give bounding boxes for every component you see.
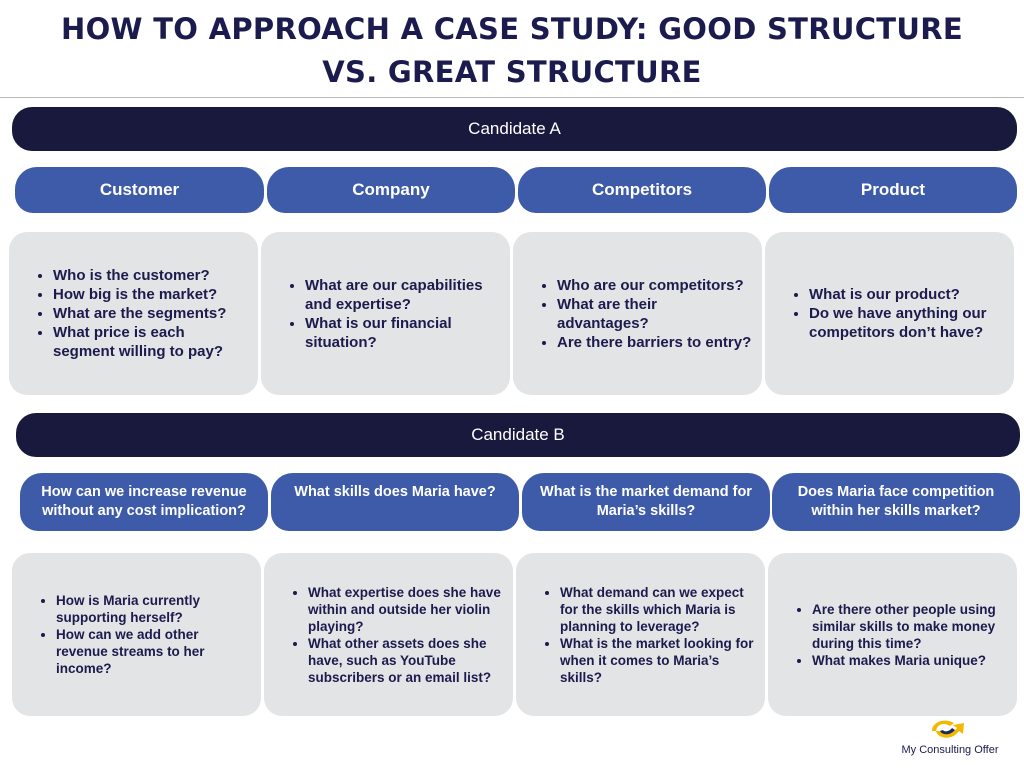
candidate-a-heading-competitors: Competitors <box>518 167 766 213</box>
list-item: What is the market looking for when it c… <box>560 635 755 686</box>
list-item: What are the segments? <box>53 304 248 323</box>
bullet-list: Who is the customer? How big is the mark… <box>9 266 258 361</box>
candidate-a-card-product: What is our product? Do we have anything… <box>765 232 1014 395</box>
candidate-b-label: Candidate B <box>471 425 565 444</box>
list-item: What expertise does she have within and … <box>308 584 503 635</box>
candidate-a-card-company: What are our capabilities and expertise?… <box>261 232 510 395</box>
candidate-b-heading-revenue: How can we increase revenue without any … <box>20 473 268 531</box>
title-line-2: VS. GREAT STRUCTURE <box>322 55 702 89</box>
candidate-b-bar: Candidate B <box>16 413 1020 457</box>
my-consulting-offer-logo: My Consulting Offer <box>890 717 1010 765</box>
list-item: What other assets does she have, such as… <box>308 635 503 686</box>
candidate-a-heading-company: Company <box>267 167 515 213</box>
list-item: Are there barriers to entry? <box>557 333 752 352</box>
bullet-list: What is our product? Do we have anything… <box>765 285 1014 342</box>
bullet-list: What are our capabilities and expertise?… <box>261 276 510 352</box>
list-item: How is Maria currently supporting hersel… <box>56 592 251 626</box>
candidate-a-card-customer: Who is the customer? How big is the mark… <box>9 232 258 395</box>
arrow-swoosh-icon <box>932 720 964 738</box>
bullet-list: Are there other people using similar ski… <box>768 601 1017 669</box>
bullet-list: How is Maria currently supporting hersel… <box>12 592 261 677</box>
list-item: Do we have anything our competitors don’… <box>809 304 1004 342</box>
candidate-a-label: Candidate A <box>468 119 561 138</box>
candidate-a-card-competitors: Who are our competitors? What are their … <box>513 232 762 395</box>
bullet-list: What expertise does she have within and … <box>264 584 513 686</box>
heading-label: How can we increase revenue without any … <box>41 484 247 519</box>
candidate-b-card-skills: What expertise does she have within and … <box>264 553 513 716</box>
candidate-b-heading-skills: What skills does Maria have? <box>271 473 519 531</box>
candidate-b-card-revenue: How is Maria currently supporting hersel… <box>12 553 261 716</box>
candidate-b-card-market-demand: What demand can we expect for the skills… <box>516 553 765 716</box>
list-item: Who are our competitors? <box>557 276 752 295</box>
list-item: What makes Maria unique? <box>812 652 1007 669</box>
candidate-b-heading-competition: Does Maria face competition within her s… <box>772 473 1020 531</box>
heading-label: Product <box>860 180 926 199</box>
heading-label: Customer <box>99 180 180 199</box>
list-item: What are their advantages? <box>557 295 752 333</box>
list-item: Are there other people using similar ski… <box>812 601 1007 652</box>
list-item: What demand can we expect for the skills… <box>560 584 755 635</box>
list-item: What are our capabilities and expertise? <box>305 276 500 314</box>
page-title: HOW TO APPROACH A CASE STUDY: GOOD STRUC… <box>0 8 1024 94</box>
candidate-a-heading-customer: Customer <box>15 167 264 213</box>
list-item: How can we add other revenue streams to … <box>56 626 251 677</box>
list-item: What price is each segment willing to pa… <box>53 323 248 361</box>
heading-label: What skills does Maria have? <box>294 484 496 500</box>
logo-text: My Consulting Offer <box>901 744 999 756</box>
list-item: What is our product? <box>809 285 1004 304</box>
candidate-a-heading-product: Product <box>769 167 1017 213</box>
heading-label: Competitors <box>591 180 693 199</box>
heading-label: What is the market demand for Maria’s sk… <box>540 484 752 519</box>
candidate-a-bar: Candidate A <box>12 107 1017 151</box>
heading-label: Does Maria face competition within her s… <box>797 484 995 519</box>
list-item: What is our financial situation? <box>305 314 500 352</box>
list-item: Who is the customer? <box>53 266 248 285</box>
title-line-1: HOW TO APPROACH A CASE STUDY: GOOD STRUC… <box>61 12 963 46</box>
candidate-b-heading-market-demand: What is the market demand for Maria’s sk… <box>522 473 770 531</box>
candidate-b-card-competition: Are there other people using similar ski… <box>768 553 1017 716</box>
title-divider <box>0 97 1024 98</box>
bullet-list: What demand can we expect for the skills… <box>516 584 765 686</box>
heading-label: Company <box>352 180 430 199</box>
list-item: How big is the market? <box>53 285 248 304</box>
bullet-list: Who are our competitors? What are their … <box>513 276 762 352</box>
